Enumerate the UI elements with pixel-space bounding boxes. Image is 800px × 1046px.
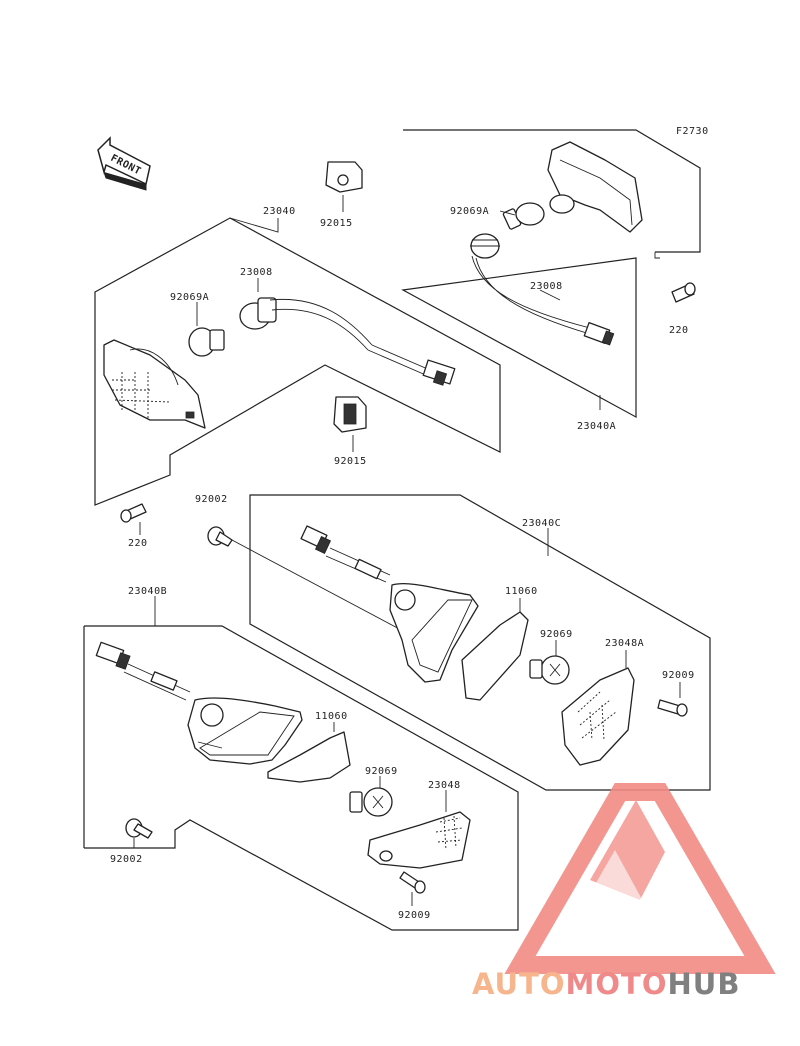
label-220-left: 220 (128, 538, 148, 549)
lamp-housing-left (103, 339, 206, 429)
label-23040: 23040 (263, 206, 296, 217)
label-23040C: 23040C (522, 518, 561, 529)
socket-23008-right (470, 233, 615, 346)
screw-92009-upper (657, 682, 688, 717)
watermark-text-a: AUTO (472, 967, 566, 1001)
assembly-23040C (207, 494, 711, 791)
socket-23008-left (239, 297, 456, 386)
label-11060-lower: 11060 (315, 711, 348, 722)
screw-220-left (120, 503, 147, 523)
screw-92009-lower (399, 871, 426, 906)
lens-23048 (367, 790, 471, 869)
label-92069-lower: 92069 (365, 766, 398, 777)
gasket-11060-lower (267, 731, 351, 783)
frame-23040B (83, 625, 519, 931)
label-23008-left: 23008 (240, 267, 273, 278)
label-23040B: 23040B (128, 586, 167, 597)
lamp-housing-front-right (389, 583, 479, 683)
bulb-92069-lower (349, 776, 393, 817)
label-92002-upper: 92002 (195, 494, 228, 505)
label-23048: 23048 (428, 780, 461, 791)
label-92015-mid: 92015 (334, 456, 367, 467)
label-92002-lower: 92002 (110, 854, 143, 865)
bulb-92069A-left (188, 327, 225, 357)
screw-220-right (671, 282, 696, 303)
label-92015-top: 92015 (320, 218, 353, 229)
watermark-text: AUTOMOTOHUB (472, 967, 740, 1001)
watermark-logo (504, 783, 776, 974)
frame-23040A (401, 129, 701, 419)
screw-92002-lower (125, 818, 153, 848)
watermark-text-c: HUB (668, 967, 741, 1001)
label-92009-upper: 92009 (662, 670, 695, 681)
bulb-92069-upper (529, 640, 570, 685)
label-23040A: 23040A (577, 421, 616, 432)
label-11060-upper: 11060 (505, 586, 538, 597)
gasket-11060-upper (461, 611, 529, 701)
lamp-housing-right (547, 141, 643, 233)
label-92069A-left: 92069A (170, 292, 209, 303)
clip-92015-mid (333, 396, 367, 452)
clip-92015-top (325, 161, 363, 212)
bulb-92069A-right (502, 202, 545, 230)
label-92069-upper: 92069 (540, 629, 573, 640)
figure-code: F2730 (676, 126, 709, 137)
label-92069A-right: 92069A (450, 206, 489, 217)
assembly-23040B (83, 596, 519, 931)
svg-text:AUTOMOTOHUB: AUTOMOTOHUB (472, 967, 740, 1001)
assembly-23040 (94, 217, 501, 535)
label-23048A: 23048A (605, 638, 644, 649)
label-23008-right: 23008 (530, 281, 563, 292)
screw-92002-upper (207, 526, 406, 633)
lens-23048A (561, 650, 635, 766)
assembly-23040A (401, 129, 701, 419)
watermark-text-b: MOTO (566, 967, 668, 1001)
label-220-right: 220 (669, 325, 689, 336)
frame-23040C (249, 494, 711, 791)
front-arrow-icon: FRONT (97, 136, 151, 191)
frame-23040 (94, 217, 501, 506)
part-labels: 23040 23040A 23040B 23040C 23008 23008 9… (110, 206, 695, 921)
label-92009-lower: 92009 (398, 910, 431, 921)
